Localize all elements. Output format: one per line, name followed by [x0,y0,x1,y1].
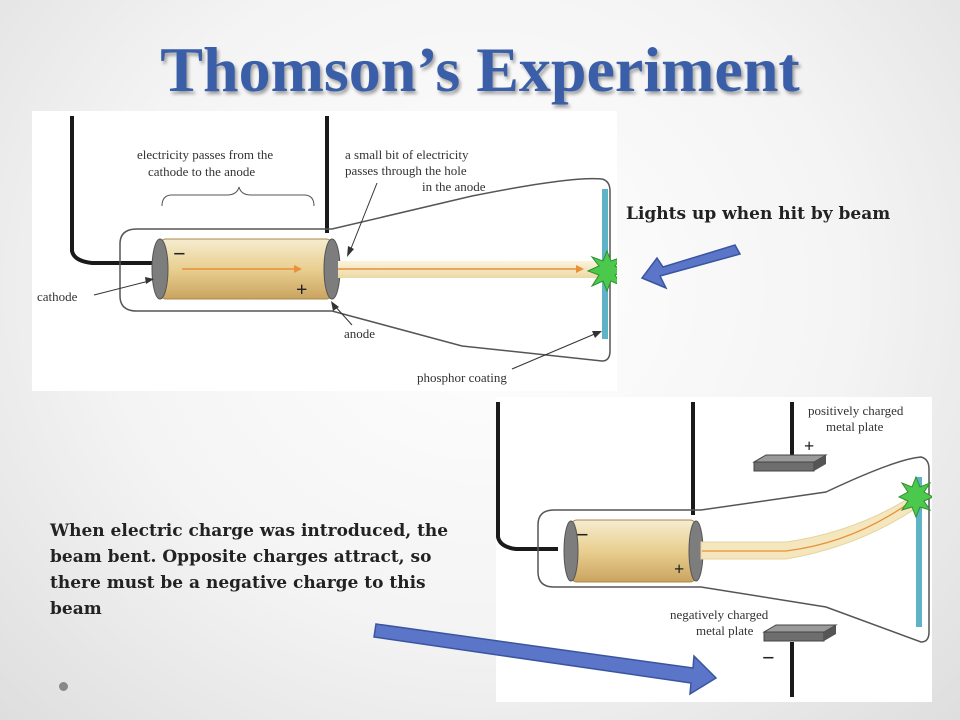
cathode-wire [496,402,558,551]
phosphor-screen [916,477,922,627]
slide-bullet-dot [59,682,68,691]
label-positive-plate-line2: metal plate [826,419,884,434]
top-cathode-ray-diagram: − + electricity passes from the cathode … [32,111,628,391]
callout-beam-bent: When electric charge was introduced, the… [50,521,449,619]
anode-plus-sign: + [296,279,307,301]
label-anode: anode [344,326,375,341]
label-electricity-line1: electricity passes from the [137,147,273,162]
callout-lights-up: Lights up when hit by beam [626,204,891,224]
glass-tube [537,456,930,643]
bottom-deflection-diagram: − + + − positively charged metal plate n… [496,397,935,702]
label-positive-plate-line1: positively charged [808,403,904,418]
slide-title: Thomson’s Experiment [160,34,800,105]
cathode-minus-sign: − [173,241,186,266]
impact-flash-icon [897,475,935,519]
label-hole-line2: passes through the hole [345,163,467,178]
cathode-disc [563,520,579,582]
arrow-to-screen-icon [640,244,742,290]
label-negative-plate-line2: metal plate [696,623,754,638]
negative-plate-sign: − [762,645,775,670]
arrow-to-deflection-icon [373,623,718,696]
label-cathode: cathode [37,289,78,304]
anode-plus-sign: + [674,559,684,579]
label-hole-line3: in the anode [422,179,486,194]
glass-tube [119,177,611,362]
cathode-wire [70,116,154,265]
cathode-minus-sign: − [576,522,589,547]
cathode-disc [151,238,169,300]
label-hole-line1: a small bit of electricity [345,147,469,162]
positive-plate-sign: + [804,436,814,456]
label-phosphor-coating: phosphor coating [417,370,507,385]
label-electricity-line2: cathode to the anode [148,164,255,179]
label-negative-plate-line1: negatively charged [670,607,769,622]
